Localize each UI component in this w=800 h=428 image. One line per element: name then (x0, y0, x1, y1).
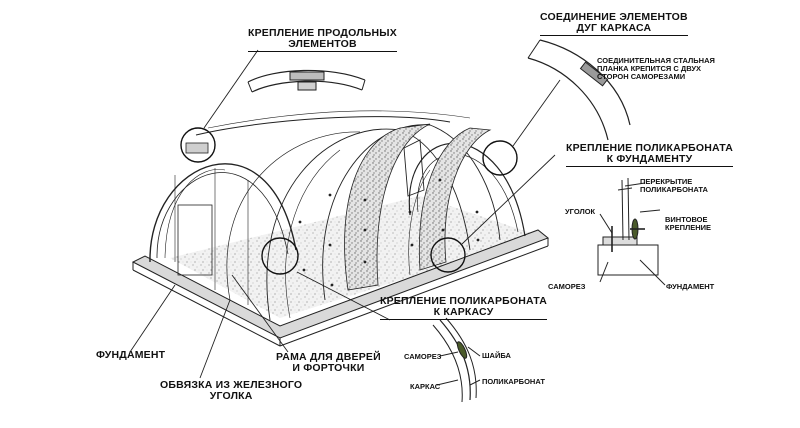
polycarbonate-strip (344, 123, 431, 291)
label-polycarbonate: ПОЛИКАРБОНАТ (482, 377, 545, 386)
label-frame-mount: КРЕПЛЕНИЕ ПОЛИКАРБОНАТА К КАРКАСУ (380, 295, 548, 321)
label-foundation-mount: КРЕПЛЕНИЕ ПОЛИКАРБОНАТА К ФУНДАМЕНТУ (566, 142, 734, 168)
greenhouse (131, 110, 550, 347)
label-self-tapping-bottom: САМОРЕЗ (404, 352, 442, 361)
label-foundation-left: ФУНДАМЕНТ (96, 349, 166, 361)
label-self-tapping-right: САМОРЕЗ (548, 282, 586, 291)
polycarbonate-strip (418, 127, 492, 271)
label-foundation-right: ФУНДАМЕНТ (666, 282, 715, 291)
callout-foundation (430, 237, 466, 273)
label-washer: ШАЙБА (482, 351, 511, 360)
label-arc-join-note: СОЕДИНИТЕЛЬНАЯ СТАЛЬНАЯ ПЛАНКА КРЕПИТСЯ … (597, 56, 715, 81)
label-corner: УГОЛОК (565, 207, 596, 216)
foundation-block (597, 244, 659, 276)
callout-frame-mount (261, 237, 299, 275)
label-overlap: ПЕРЕКРЫТИЕ ПОЛИКАРБОНАТА (640, 177, 708, 194)
detail-longitudinal-mount (247, 69, 366, 93)
label-frame: КАРКАС (410, 382, 441, 391)
label-door-frame: РАМА ДЛЯ ДВЕРЕЙ И ФОРТОЧКИ (276, 351, 381, 375)
callout-circles (180, 127, 518, 275)
door-frame (177, 204, 213, 276)
callout-longitudinal (180, 127, 216, 163)
callout-arc-join (482, 140, 518, 176)
detail-frame-mount (432, 317, 481, 403)
label-arc-join: СОЕДИНЕНИЕ ЭЛЕМЕНТОВ ДУГ КАРКАСА (540, 11, 688, 37)
front-arch (149, 163, 297, 263)
detail-foundation-mount (597, 177, 666, 286)
leader-lines (129, 49, 561, 379)
roof-vent (403, 139, 425, 197)
detail-arc-join (527, 39, 631, 141)
screw-dots (298, 178, 480, 287)
label-screw-mount: ВИНТОВОЕ КРЕПЛЕНИЕ (665, 215, 712, 232)
label-longitudinal-mount: КРЕПЛЕНИЕ ПРОДОЛЬНЫХ ЭЛЕМЕНТОВ (248, 27, 397, 53)
label-iron-angle: ОБВЯЗКА ИЗ ЖЕЛЕЗНОГО УГОЛКА (160, 379, 303, 403)
